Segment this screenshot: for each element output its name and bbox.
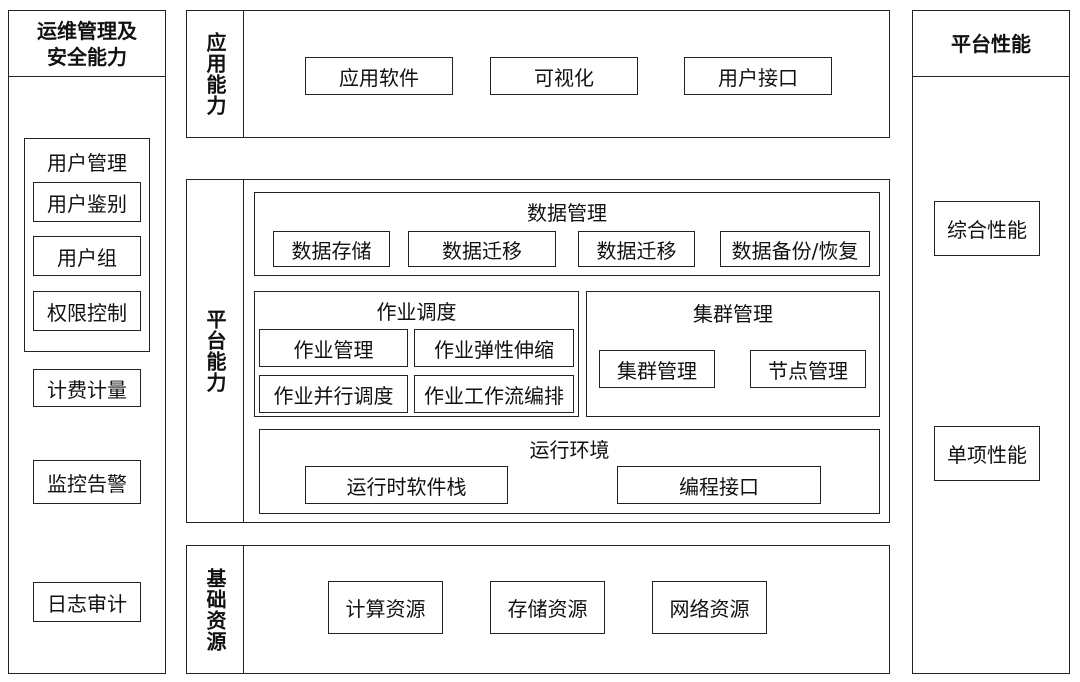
node-mgmt-box: 节点管理 [750,350,866,388]
runtime-env-title: 运行环境 [529,437,610,462]
platform-capability-divider [243,179,244,523]
infra-resources-label: 基础资源 [203,567,227,652]
job-elastic-scaling-box: 作业弹性伸缩 [414,329,574,367]
runtime-software-stack-box: 运行时软件栈 [305,466,508,504]
user-group-box: 用户组 [33,236,141,276]
data-migration-box-2: 数据迁移 [578,231,695,267]
ops-security-title-line1: 运维管理及 [37,19,137,43]
user-auth-box: 用户鉴别 [33,182,141,222]
ops-security-title: 运维管理及 安全能力 [8,12,166,76]
job-mgmt-box: 作业管理 [259,329,408,367]
cluster-mgmt-box: 集群管理 [599,350,715,388]
ops-security-title-line2: 安全能力 [47,45,127,69]
platform-performance-title: 平台性能 [951,32,1031,56]
platform-performance-title-divider [912,76,1070,77]
job-parallel-scheduling-box: 作业并行调度 [259,375,408,413]
cluster-mgmt-title: 集群管理 [693,301,773,326]
visualization-box: 可视化 [490,57,638,95]
log-audit-box: 日志审计 [33,582,141,622]
ops-security-title-divider [8,76,166,77]
job-workflow-orchestration-box: 作业工作流编排 [414,375,574,413]
app-capability-label: 应用能力 [203,32,227,116]
network-resources-box: 网络资源 [652,581,767,634]
user-mgmt-title: 用户管理 [47,150,127,175]
storage-resources-box: 存储资源 [490,581,605,634]
platform-performance-panel [912,10,1070,674]
overall-performance-box: 综合性能 [934,201,1040,256]
single-item-performance-box: 单项性能 [934,426,1040,481]
data-storage-box: 数据存储 [273,231,390,267]
infra-resources-divider [243,545,244,674]
platform-capability-label: 平台能力 [203,309,227,393]
data-backup-restore-box: 数据备份/恢复 [720,231,870,267]
compute-resources-box: 计算资源 [328,581,443,634]
permission-control-box: 权限控制 [33,291,141,331]
app-capability-divider [243,10,244,138]
programming-interface-box: 编程接口 [617,466,821,504]
data-migration-box: 数据迁移 [408,231,556,267]
monitoring-alert-box: 监控告警 [33,460,141,504]
user-interface-box: 用户接口 [684,57,832,95]
data-mgmt-title: 数据管理 [527,200,607,225]
job-scheduling-title: 作业调度 [376,299,457,324]
app-software-box: 应用软件 [305,57,453,95]
billing-metering-box: 计费计量 [33,369,141,407]
